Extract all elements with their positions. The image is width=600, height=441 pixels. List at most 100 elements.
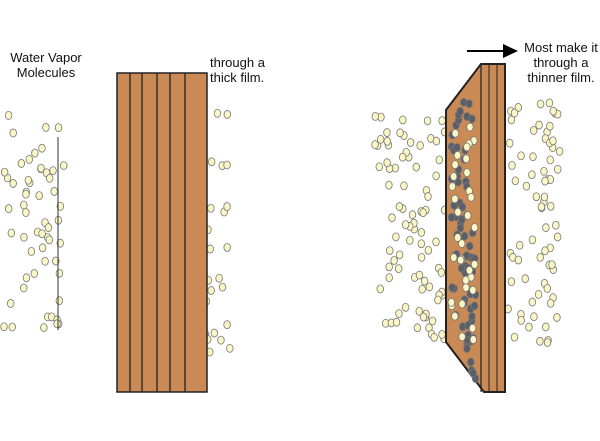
water-molecule bbox=[9, 179, 17, 188]
water-molecule bbox=[406, 138, 415, 147]
water-molecule bbox=[451, 128, 460, 138]
water-molecule bbox=[448, 182, 456, 191]
water-molecule bbox=[541, 246, 549, 256]
water-molecule bbox=[226, 343, 234, 353]
water-molecule bbox=[415, 270, 424, 280]
water-molecule bbox=[438, 116, 446, 126]
water-molecule bbox=[4, 110, 13, 120]
water-molecule bbox=[540, 192, 549, 202]
water-molecule bbox=[420, 276, 429, 286]
absorbed-molecule bbox=[447, 213, 456, 222]
water-molecule bbox=[223, 110, 232, 119]
water-molecule bbox=[215, 273, 223, 283]
water-molecule bbox=[60, 161, 68, 171]
water-molecule bbox=[223, 320, 231, 330]
water-molecule bbox=[463, 142, 471, 152]
water-molecule bbox=[38, 243, 47, 253]
water-molecule bbox=[470, 260, 479, 269]
water-molecule bbox=[542, 322, 550, 332]
water-molecule bbox=[412, 162, 420, 172]
water-molecule bbox=[22, 208, 30, 217]
water-molecule bbox=[385, 273, 393, 283]
water-molecule bbox=[207, 286, 215, 295]
water-molecule bbox=[537, 202, 546, 212]
water-molecule bbox=[419, 208, 427, 218]
water-molecule bbox=[210, 328, 219, 338]
water-molecule bbox=[38, 229, 46, 239]
water-molecule bbox=[207, 157, 216, 167]
water-molecule bbox=[540, 166, 548, 176]
water-molecule bbox=[450, 253, 458, 263]
water-molecule bbox=[218, 282, 227, 292]
water-molecule bbox=[451, 311, 459, 321]
water-molecule bbox=[522, 181, 531, 191]
water-molecule bbox=[465, 265, 474, 275]
water-molecule bbox=[207, 203, 215, 213]
water-molecule bbox=[24, 175, 33, 185]
arrow-icon bbox=[467, 44, 518, 58]
water-molecule bbox=[54, 123, 63, 133]
water-molecule bbox=[406, 236, 414, 245]
water-molecule bbox=[0, 322, 8, 332]
water-molecule bbox=[390, 256, 398, 265]
water-molecule bbox=[528, 170, 536, 180]
water-molecule bbox=[528, 297, 537, 307]
water-molecule bbox=[55, 296, 64, 306]
water-molecule bbox=[399, 115, 407, 125]
absorbed-molecule bbox=[448, 283, 456, 293]
water-molecule bbox=[470, 223, 479, 232]
water-molecule bbox=[432, 136, 441, 146]
water-molecule bbox=[8, 322, 16, 332]
water-molecule bbox=[555, 146, 564, 156]
water-molecule bbox=[530, 126, 538, 135]
water-molecule bbox=[213, 108, 222, 118]
water-molecule bbox=[437, 268, 446, 277]
label-line: Most make it bbox=[524, 40, 598, 55]
water-molecule bbox=[417, 252, 426, 262]
water-molecule bbox=[418, 284, 426, 294]
label-line: Water Vapor bbox=[10, 50, 82, 65]
water-molecule bbox=[507, 277, 516, 287]
water-molecule bbox=[449, 172, 458, 181]
water-molecule bbox=[511, 176, 520, 186]
label-line: thinner film. bbox=[527, 70, 595, 85]
water-molecule bbox=[7, 228, 16, 238]
water-molecule bbox=[535, 120, 543, 130]
water-molecule bbox=[534, 289, 543, 299]
water-molecule bbox=[546, 121, 554, 131]
absorbed-molecule bbox=[453, 143, 461, 152]
absorbed-molecule bbox=[456, 106, 464, 116]
water-molecule bbox=[514, 255, 523, 265]
water-molecule bbox=[464, 211, 472, 220]
water-molecule bbox=[45, 173, 54, 183]
water-molecule bbox=[469, 335, 478, 344]
water-molecule bbox=[554, 164, 562, 174]
water-molecule bbox=[392, 232, 400, 242]
water-molecule bbox=[451, 194, 459, 204]
absorbed-molecule bbox=[469, 368, 477, 378]
water-molecule bbox=[398, 152, 407, 162]
water-molecule bbox=[42, 122, 50, 132]
water-molecule bbox=[217, 335, 225, 345]
water-molecule bbox=[9, 128, 17, 138]
thick-film bbox=[116, 72, 208, 393]
water-molecule bbox=[458, 239, 466, 248]
absorbed-molecule bbox=[465, 99, 473, 109]
water-molecule bbox=[223, 202, 231, 211]
water-molecule bbox=[432, 171, 440, 181]
water-molecule bbox=[462, 154, 470, 164]
water-molecule bbox=[548, 260, 556, 270]
water-molecule bbox=[41, 256, 49, 266]
water-molecule bbox=[223, 243, 231, 252]
water-molecule bbox=[530, 312, 538, 322]
label-line: Molecules bbox=[16, 65, 76, 80]
water-molecule bbox=[0, 167, 9, 177]
water-molecule bbox=[27, 246, 36, 256]
water-molecule bbox=[415, 306, 423, 316]
water-molecule bbox=[376, 284, 384, 294]
water-molecule bbox=[388, 213, 396, 223]
water-molecule bbox=[401, 220, 410, 229]
water-molecule bbox=[423, 116, 432, 126]
water-molecule bbox=[385, 180, 393, 190]
water-molecule bbox=[20, 283, 28, 293]
